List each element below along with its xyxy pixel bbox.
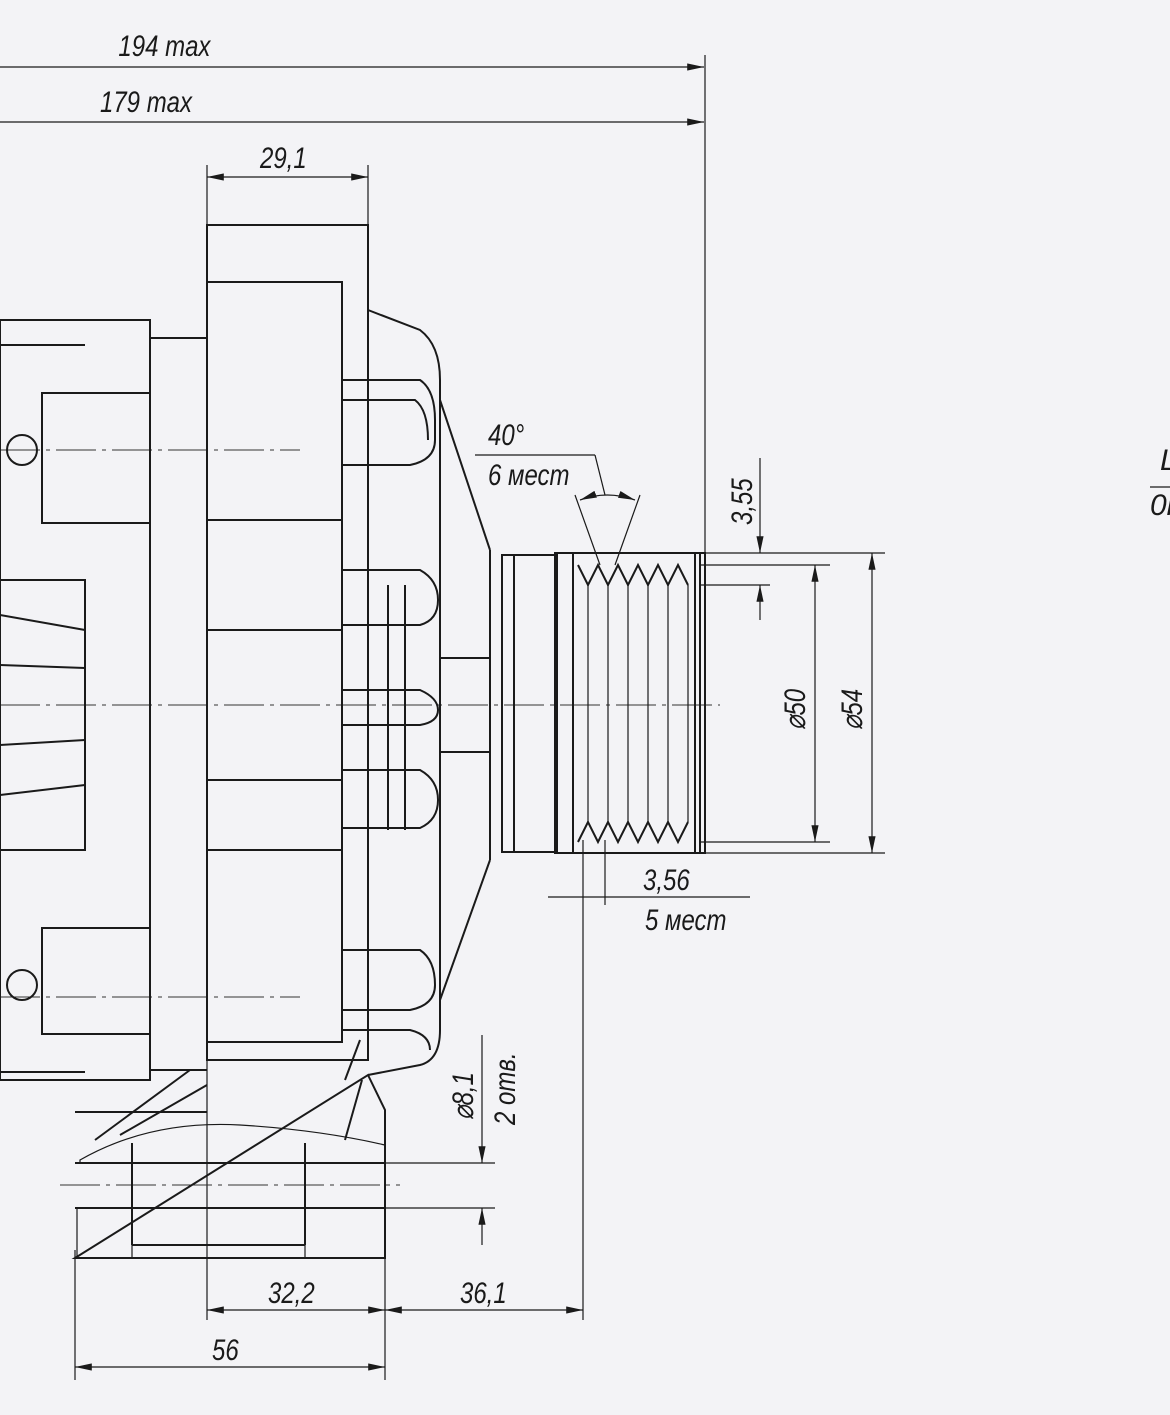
dim-groove-depth: 3,55 xyxy=(724,478,758,525)
dim-groove-angle: 40° xyxy=(488,417,524,451)
dim-mount-offset: 32,2 xyxy=(268,1275,315,1309)
dim-overall-max: 194 max xyxy=(118,28,211,62)
edge-text-bottom: 0l xyxy=(1150,489,1170,522)
dim-groove-pitch-count: 5 мест xyxy=(645,902,727,936)
dim-pulley-inner-dia: ⌀50 xyxy=(777,689,811,730)
mounting-foot xyxy=(71,1039,386,1259)
dimension-labels: 194 max 179 max 29,1 40° 6 мест 3,55 ⌀50… xyxy=(100,28,1170,1366)
dim-pulley-outer-dia: ⌀54 xyxy=(834,689,868,730)
dim-groove-pitch: 3,56 xyxy=(643,862,690,896)
dim-mount-width: 56 xyxy=(212,1332,239,1366)
dim-body-max: 179 max xyxy=(100,84,193,118)
dimension-lines xyxy=(0,55,1170,1380)
edge-text-top: L xyxy=(1160,444,1170,477)
pulley xyxy=(501,552,706,854)
alternator-body xyxy=(0,224,720,1186)
dim-mount-to-pulley: 36,1 xyxy=(460,1275,507,1309)
dim-groove-angle-count: 6 мест xyxy=(488,457,570,491)
dim-hole-count: 2 отв. xyxy=(487,1052,521,1125)
dim-hole-dia: ⌀8,1 xyxy=(445,1072,479,1120)
dim-flange-width: 29,1 xyxy=(259,140,307,174)
